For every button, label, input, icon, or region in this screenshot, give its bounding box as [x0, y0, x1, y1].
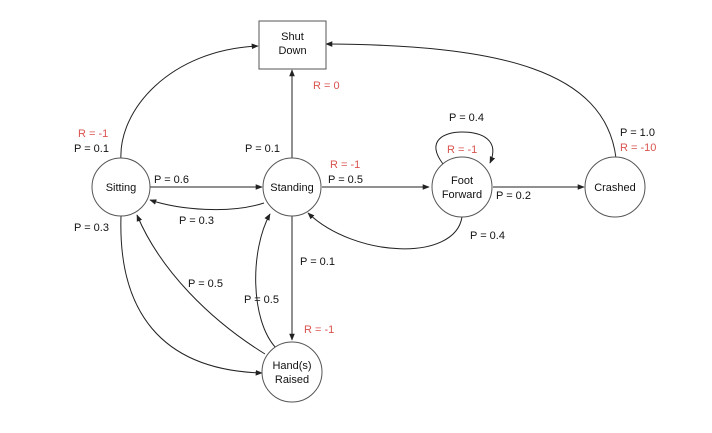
edge-hands-raised-to-standing: [255, 213, 277, 349]
label-crashed-shutdown-prob: P = 1.0: [620, 127, 655, 139]
label-foot-standing-prob: P = 0.4: [470, 230, 505, 242]
label-foot-self-reward: R = -1: [447, 144, 477, 156]
node-crashed: Crashed: [584, 156, 646, 218]
label-crashed-shutdown-reward: R = -10: [620, 142, 656, 154]
node-sitting: Sitting: [91, 157, 151, 217]
node-shut-down-label-line1: Shut: [281, 31, 304, 43]
label-standing-foot-prob: P = 0.5: [328, 174, 363, 186]
node-foot-forward: Foot Forward: [431, 156, 493, 218]
edge-foot-forward-to-standing: [307, 212, 463, 250]
node-standing: Standing: [262, 157, 322, 217]
node-foot-forward-label-line1: Foot: [451, 175, 473, 187]
label-hands-standing-prob: P = 0.5: [244, 294, 279, 306]
label-sitting-hands-prob: P = 0.3: [74, 222, 109, 234]
label-sitting-shutdown-reward: R = -1: [78, 128, 108, 140]
node-hands-raised-label-line1: Hand(s): [272, 360, 311, 372]
label-foot-self-prob: P = 0.4: [449, 112, 484, 124]
label-standing-sitting-prob: P = 0.3: [179, 215, 214, 227]
label-sitting-standing-prob: P = 0.6: [154, 174, 189, 186]
edge-sitting-to-hands-raised: [120, 215, 263, 376]
label-foot-crashed-prob: P = 0.2: [496, 190, 531, 202]
label-standing-hands-prob: P = 0.1: [300, 256, 335, 268]
edge-hands-raised-to-sitting: [136, 214, 266, 355]
node-shut-down: Shut Down: [258, 20, 327, 70]
node-foot-forward-label-line2: Forward: [442, 189, 482, 201]
label-sitting-shutdown-prob: P = 0.1: [74, 143, 109, 155]
node-standing-label: Standing: [270, 182, 313, 194]
label-standing-hands-reward: R = -1: [304, 324, 334, 336]
label-standing-foot-reward: R = -1: [330, 159, 360, 171]
node-hands-raised-label-line2: Raised: [275, 374, 309, 386]
node-hands-raised: Hand(s) Raised: [261, 341, 323, 403]
edge-standing-to-sitting: [149, 199, 265, 211]
node-shut-down-label-line2: Down: [278, 45, 306, 57]
node-sitting-label: Sitting: [106, 182, 137, 194]
label-hands-sitting-prob: P = 0.5: [188, 278, 223, 290]
edge-sitting-to-shutdown: [120, 43, 259, 161]
edge-crashed-to-shutdown: [325, 41, 617, 159]
label-standing-shutdown-reward: R = 0: [313, 80, 340, 92]
edge-foot-forward-self-loop: [435, 131, 496, 165]
label-standing-shutdown-prob: P = 0.1: [245, 143, 280, 155]
node-crashed-label: Crashed: [594, 182, 636, 194]
